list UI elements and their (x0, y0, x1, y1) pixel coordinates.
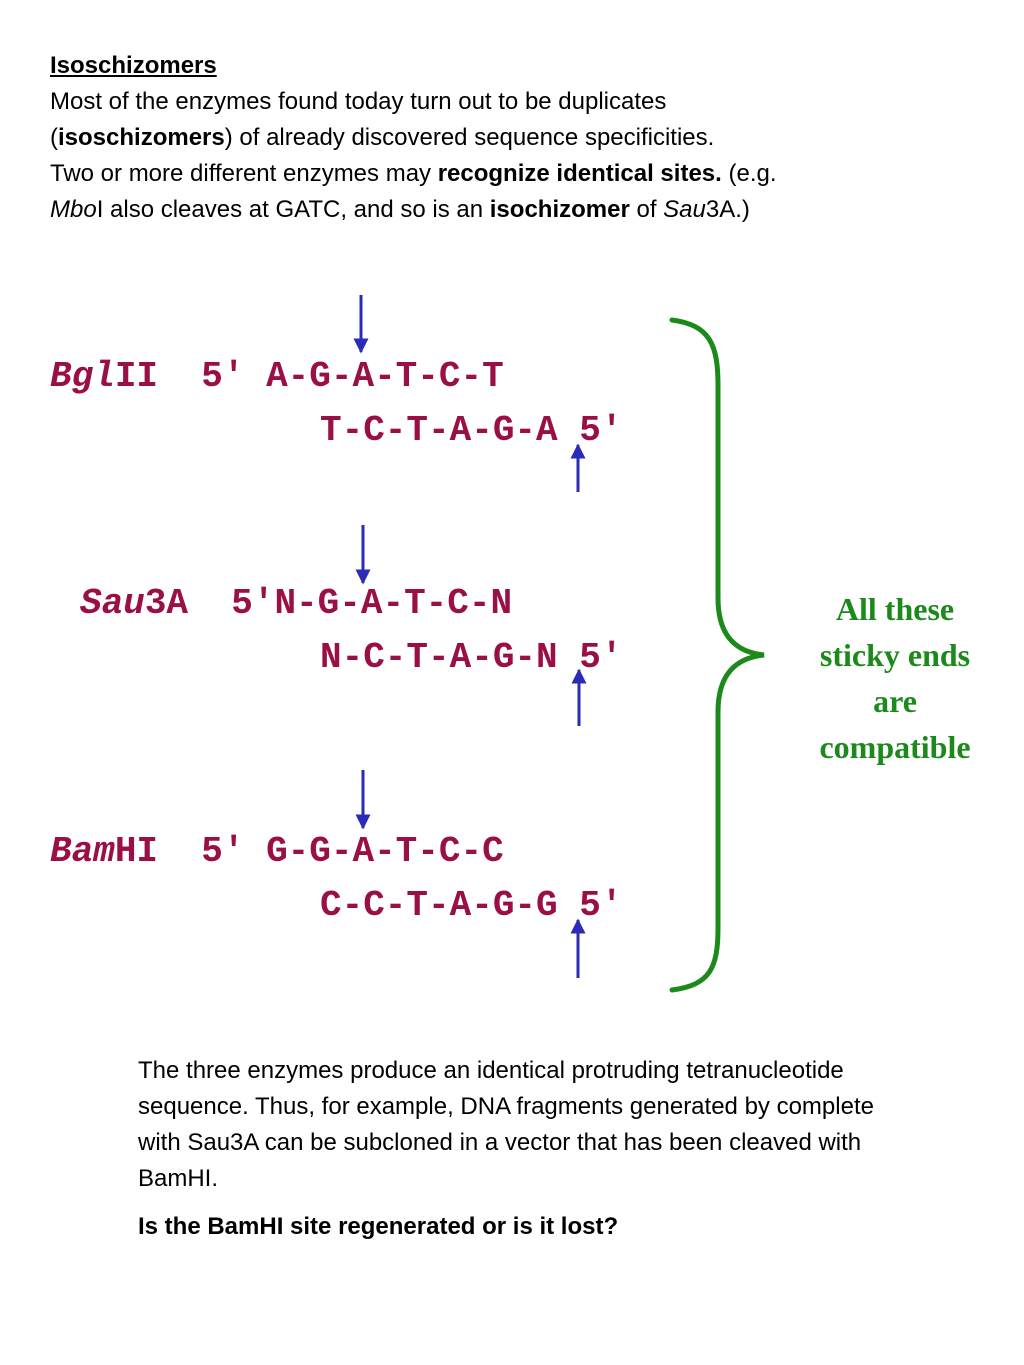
bamhi-name-italic: Bam (50, 831, 115, 872)
sau3a-top-strand: N-G-A-T-C-N (274, 583, 513, 624)
enzyme-name-suffix: I (96, 196, 104, 223)
intro-text: ) of already discovered sequence specifi… (224, 124, 715, 151)
bglii-bottom-strand: T-C-T-A-G-A 5′ (320, 410, 623, 451)
footer-section: The three enzymes produce an identical p… (138, 1053, 878, 1245)
intro-line-3: Two or more different enzymes may recogn… (50, 156, 1010, 192)
footer-paragraph: The three enzymes produce an identical p… (138, 1057, 874, 1192)
bglii-top-row: BglII 5′ A-G-A-T-C-T (50, 357, 504, 397)
five-prime-label: 5′ (158, 356, 267, 397)
compatibility-line: All these (835, 591, 955, 627)
sau3a-name-roman: 3A (144, 583, 189, 624)
enzyme-name-mbo: Mbo (50, 196, 97, 223)
intro-line-2: (isoschizomers) of already discovered se… (50, 120, 1010, 156)
compatibility-line: compatible (819, 729, 971, 765)
term-isochizomer: isochizomer (489, 196, 630, 223)
bamhi-top-strand: G-G-A-T-C-C (266, 831, 504, 872)
grouping-brace (669, 317, 765, 993)
footer-question: Is the BamHI site regenerated or is it l… (138, 1213, 619, 1240)
sau3a-top-row: Sau3A 5′N-G-A-T-C-N (80, 584, 512, 624)
five-prime-label: 5′ (188, 583, 275, 624)
compatibility-line: are (873, 683, 917, 719)
intro-text: of (629, 196, 664, 223)
five-prime-label: 5′ (158, 831, 267, 872)
intro-text: also cleaves at GATC, and so is an (103, 196, 490, 223)
intro-text: Two or more different enzymes may (50, 160, 438, 187)
intro-text: (e.g. (721, 160, 777, 187)
page-title: Isoschizomers (50, 52, 217, 79)
enzyme-name-sau: Sau (663, 196, 706, 223)
term-isoschizomers: isoschizomers (58, 124, 225, 151)
intro-section: Isoschizomers Most of the enzymes found … (50, 48, 1010, 228)
compatibility-note: All these sticky ends are compatible (790, 586, 1000, 770)
bamhi-bottom-strand: C-C-T-A-G-G 5′ (320, 885, 623, 926)
intro-line-1: Most of the enzymes found today turn out… (50, 84, 1010, 120)
enzyme-name-suffix: 3A.) (705, 196, 750, 223)
compatibility-line: sticky ends (819, 637, 971, 673)
bglii-name-roman: II (114, 356, 159, 397)
sau3a-bottom-strand: N-C-T-A-G-N 5′ (320, 637, 623, 678)
bamhi-top-row: BamHI 5′ G-G-A-T-C-C (50, 832, 504, 872)
sau3a-name-italic: Sau (80, 583, 145, 624)
bglii-name-italic: Bgl (50, 356, 115, 397)
intro-line-4: MboI also cleaves at GATC, and so is an … (50, 192, 1010, 228)
intro-text: ( (50, 124, 58, 151)
bamhi-name-roman: HI (114, 831, 159, 872)
intro-emphasis: recognize identical sites. (437, 160, 722, 187)
intro-text: Most of the enzymes found today turn out… (50, 88, 667, 115)
bglii-top-strand: A-G-A-T-C-T (266, 356, 504, 397)
